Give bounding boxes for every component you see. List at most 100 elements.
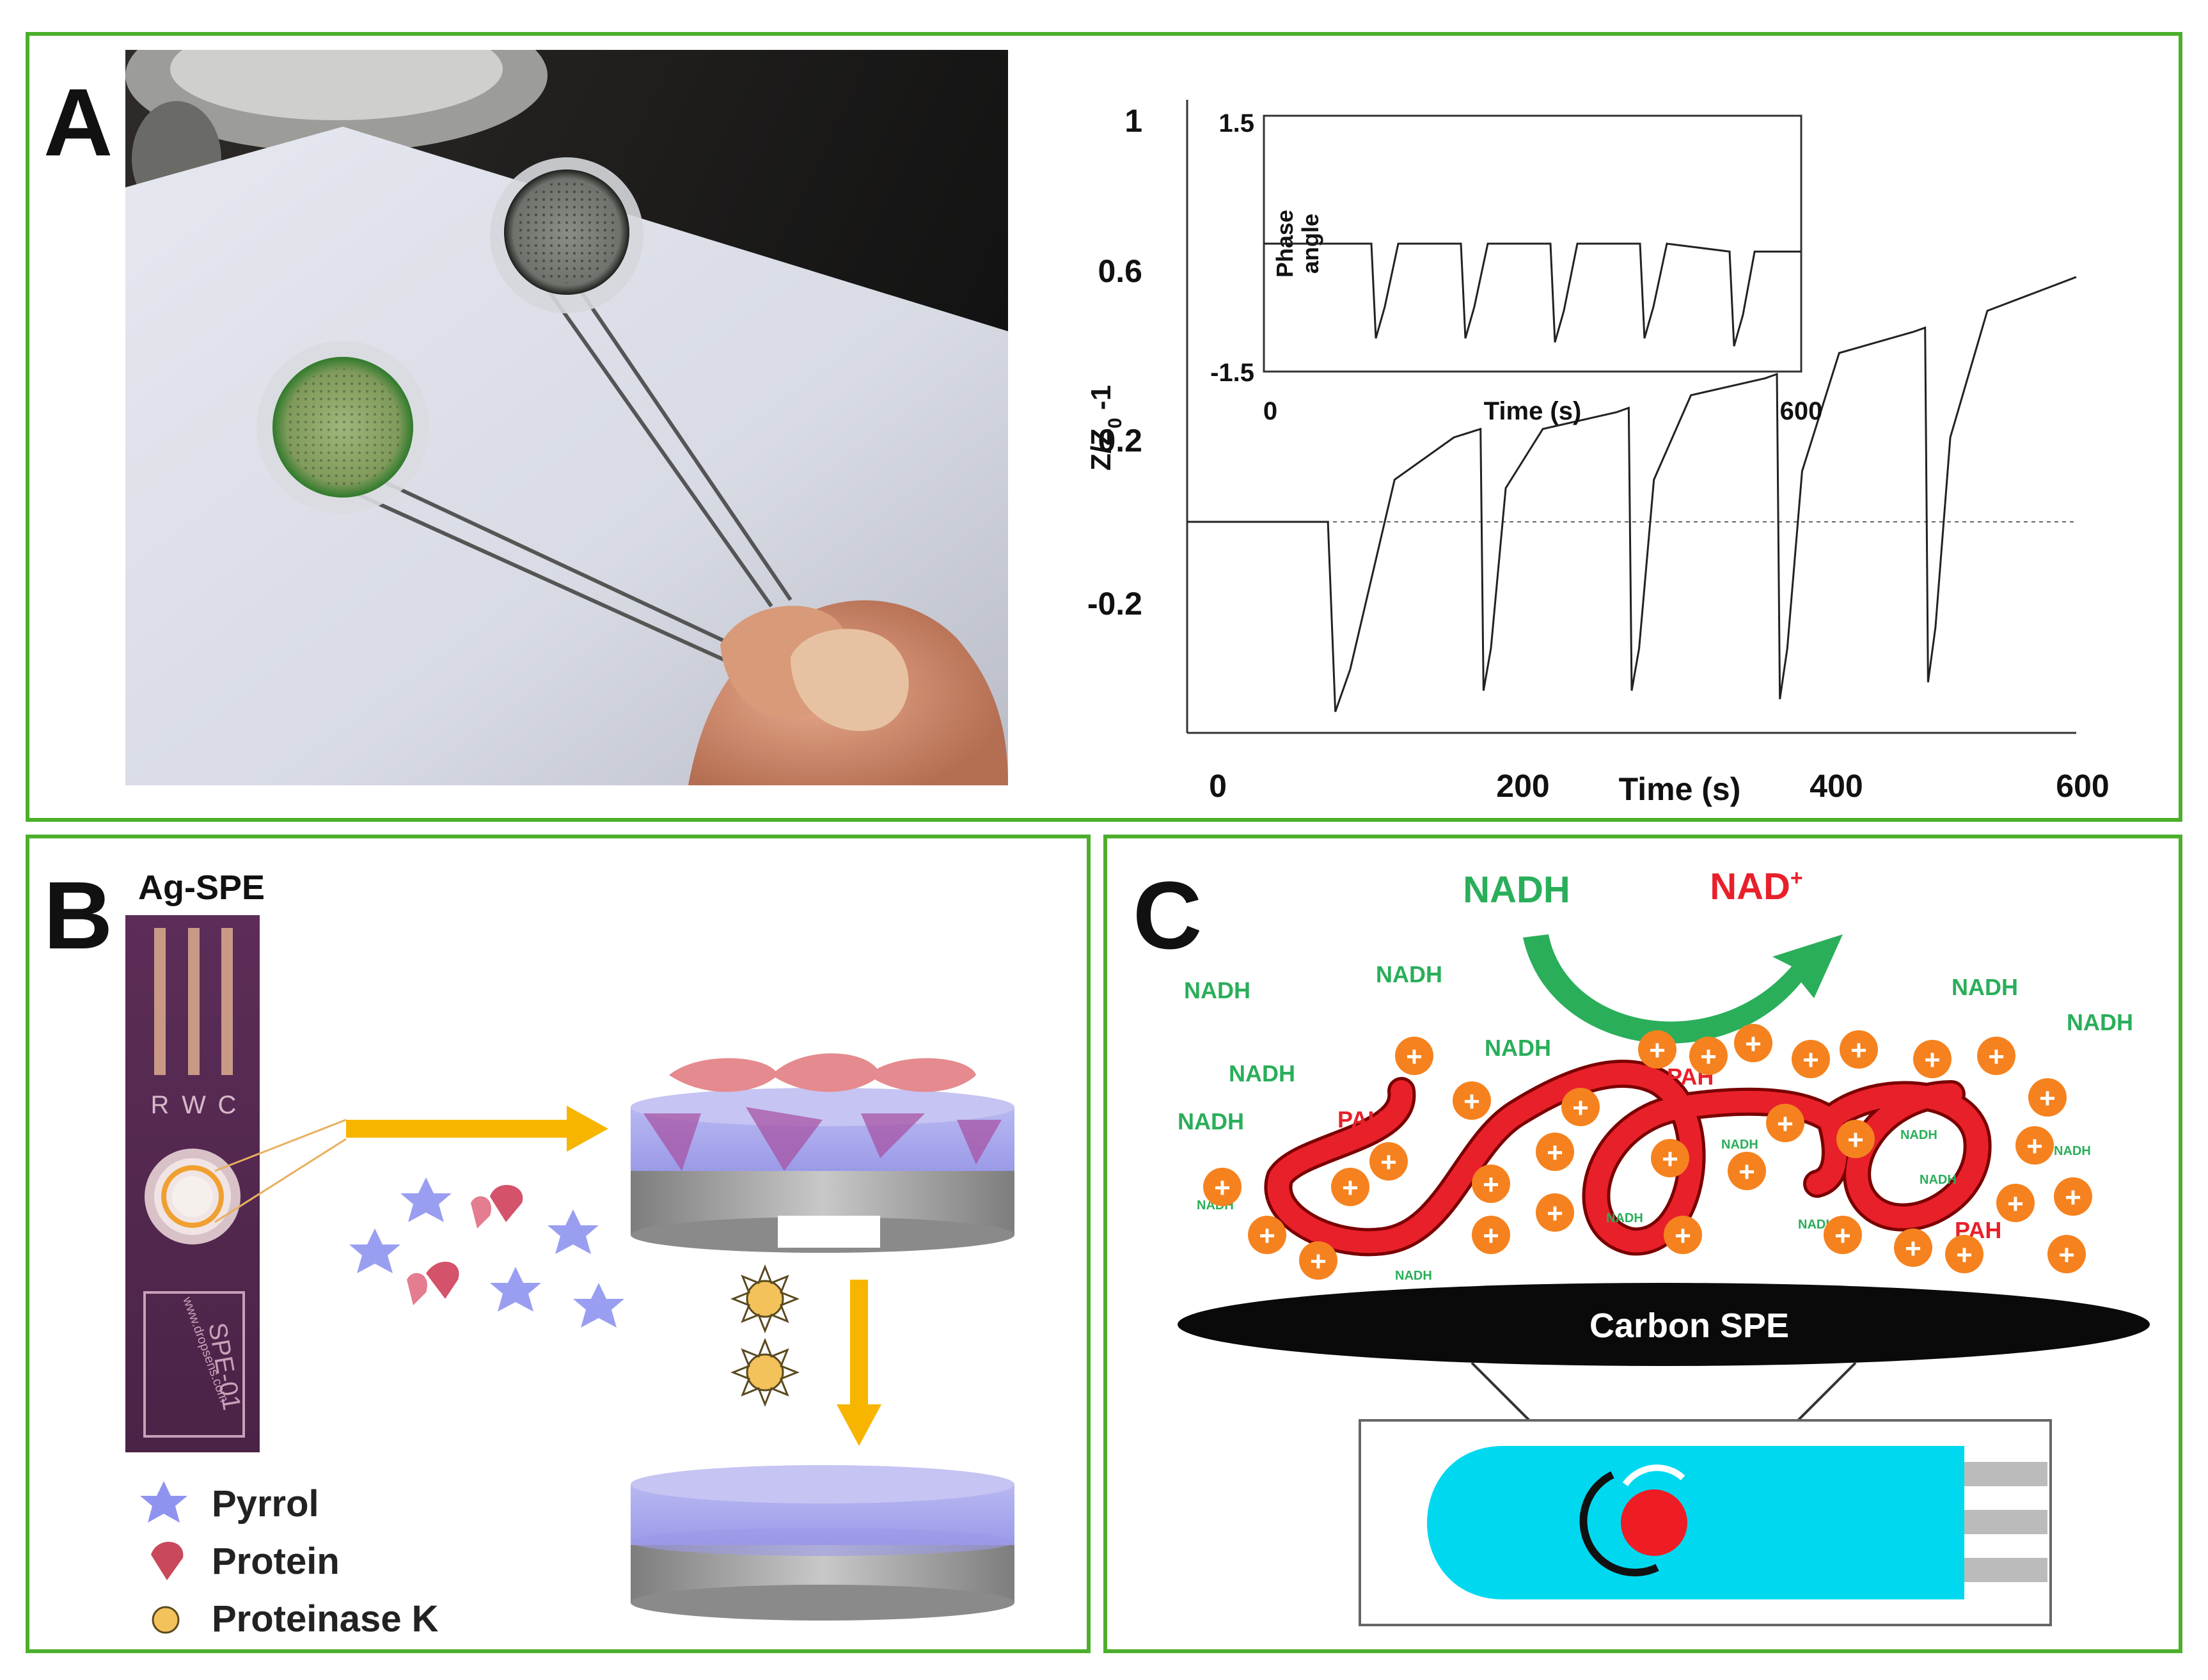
main-y-tick-2: 0.6 [1098, 253, 1142, 289]
main-y-tick-1: 1 [1124, 103, 1142, 139]
nadh-4: NADH [2067, 1009, 2133, 1035]
charge-30: + [2058, 1239, 2075, 1271]
carbon-spe [1178, 1283, 2150, 1366]
charge-9: + [1547, 1198, 1563, 1229]
panel-b: B Ag-SPE R W C [26, 835, 1091, 1653]
charge-2: + [1463, 1086, 1480, 1117]
charge-5: + [1380, 1147, 1397, 1178]
nadh-top-label: NADH [1463, 869, 1570, 911]
molecule-cloud [349, 1177, 624, 1328]
nadh-5: NADH [1229, 1060, 1295, 1087]
legend-pyrrol-icon [140, 1481, 187, 1523]
main-x-tick-2: 200 [1496, 768, 1549, 804]
charge-32: + [1956, 1239, 1973, 1271]
spe-strip [1359, 1419, 2052, 1626]
charge-3: + [1214, 1172, 1231, 1204]
charge-22: + [1739, 1156, 1755, 1188]
main-y-label: Z/Z0 -1 [1085, 385, 1126, 471]
legend-b: Pyrrol Protein Proteinase K [140, 1481, 439, 1640]
nadh-15: NADH [1606, 1211, 1643, 1225]
legend-proteinase: Proteinase K [212, 1598, 439, 1640]
inset-x-label: Time (s) [1484, 397, 1582, 425]
main-x-tick-4: 600 [2056, 768, 2109, 804]
charge-11: + [1310, 1246, 1327, 1277]
charge-17: + [1850, 1035, 1867, 1066]
panel-b-diagram: Ag-SPE R W C www.dropsens.com SPE-01 [125, 868, 1014, 1640]
nadh-6: NADH [1178, 1108, 1244, 1134]
panel-c: C NADH NAD+ Carbon SPE PAH PAH PAH NADH … [1103, 835, 2182, 1653]
charge-31: + [1675, 1220, 1691, 1252]
inset-y-tick-1: 1.5 [1218, 109, 1254, 137]
charge-16: + [1802, 1044, 1819, 1076]
charge-6: + [1483, 1169, 1499, 1200]
charge-21: + [1777, 1108, 1794, 1140]
inset-series [1264, 242, 1801, 347]
nadh-9: NADH [1900, 1128, 1937, 1142]
inset-x-tick-1: 0 [1263, 397, 1277, 425]
charge-23: + [1662, 1143, 1678, 1175]
main-series [1187, 276, 2077, 712]
legend-protein-icon [151, 1541, 184, 1580]
charge-7: + [1547, 1137, 1563, 1168]
nadh-10: NADH [1920, 1173, 1957, 1187]
ag-spe-label: Ag-SPE [138, 868, 265, 907]
phase-angle-line [1264, 242, 1801, 347]
electrode-letter-c: C [218, 1091, 237, 1119]
nadh-3: NADH [1952, 974, 2018, 1000]
arrow-down-head [837, 1404, 881, 1446]
panel-b-letter: B [43, 861, 113, 969]
ag-spe-chip: R W C www.dropsens.com SPE-01 [125, 915, 260, 1452]
charge-24: + [1847, 1124, 1864, 1156]
inset-y-tick-2: -1.5 [1210, 359, 1254, 387]
impedance-chart: 1 0.6 0.2 -0.2 0 200 400 600 Time (s) Z/… [1085, 100, 2109, 807]
legend-proteinase-icon [152, 1606, 180, 1634]
nadh-13: NADH [1395, 1269, 1432, 1283]
charge-13: + [1649, 1035, 1666, 1066]
charge-26: + [1905, 1233, 1921, 1264]
disc-with-film [631, 1053, 1014, 1253]
charge-27: + [2026, 1131, 2043, 1162]
charge-20: + [2039, 1083, 2056, 1114]
impedance-line [1187, 276, 2077, 712]
main-x-tick-3: 400 [1810, 768, 1863, 804]
nadh-1: NADH [1184, 977, 1250, 1003]
charge-15: + [1745, 1028, 1762, 1060]
main-x-tick-1: 0 [1209, 768, 1227, 804]
nadh-8: NADH [1721, 1138, 1758, 1152]
nadh-11: NADH [2054, 1144, 2091, 1158]
positive-charges: + + + + + + + + + + + + + + + + + + + + … [1203, 1024, 2092, 1280]
disc-clean [631, 1465, 1014, 1621]
panel-c-letter: C [1133, 861, 1203, 969]
legend-pyrrol: Pyrrol [212, 1483, 319, 1525]
electrode-letter-r: R [151, 1091, 170, 1119]
nadh-labels: NADH NADH NADH NADH NADH NADH NADH NADH … [1178, 961, 2133, 1283]
main-y-tick-4: -0.2 [1087, 586, 1142, 622]
charge-28: + [2007, 1188, 2024, 1220]
main-y-tick-3: 0.2 [1098, 423, 1142, 459]
charge-19: + [1988, 1041, 2005, 1072]
charge-1: + [1406, 1041, 1423, 1072]
nadh-2: NADH [1376, 961, 1442, 987]
reaction-arrow [1523, 934, 1843, 1044]
charge-4: + [1342, 1172, 1359, 1204]
nad-plus-label: NAD+ [1710, 866, 1803, 907]
charge-25: + [1834, 1220, 1851, 1252]
panel-c-diagram: NADH NAD+ Carbon SPE PAH PAH PAH NADH NA… [1178, 866, 2150, 1626]
electrode-letter-w: W [182, 1091, 206, 1119]
nadh-7: NADH [1485, 1035, 1551, 1061]
charge-14: + [1700, 1041, 1717, 1072]
charge-18: + [1924, 1044, 1941, 1076]
carbon-spe-label: Carbon SPE [1589, 1307, 1789, 1345]
inset-x-tick-2: 600 [1780, 397, 1823, 425]
charge-29: + [2065, 1182, 2081, 1213]
charge-8: + [1572, 1092, 1589, 1124]
proteinase-k-group [730, 1264, 800, 1408]
pah-label-1: PAH [1337, 1106, 1384, 1133]
arrow-down-bar [850, 1280, 868, 1408]
electrode-photo [125, 50, 1008, 785]
main-x-label: Time (s) [1619, 771, 1741, 807]
legend-protein: Protein [212, 1541, 340, 1582]
charge-12: + [1483, 1220, 1499, 1252]
charge-10: + [1259, 1220, 1275, 1252]
arrow-right-bar [346, 1120, 570, 1138]
